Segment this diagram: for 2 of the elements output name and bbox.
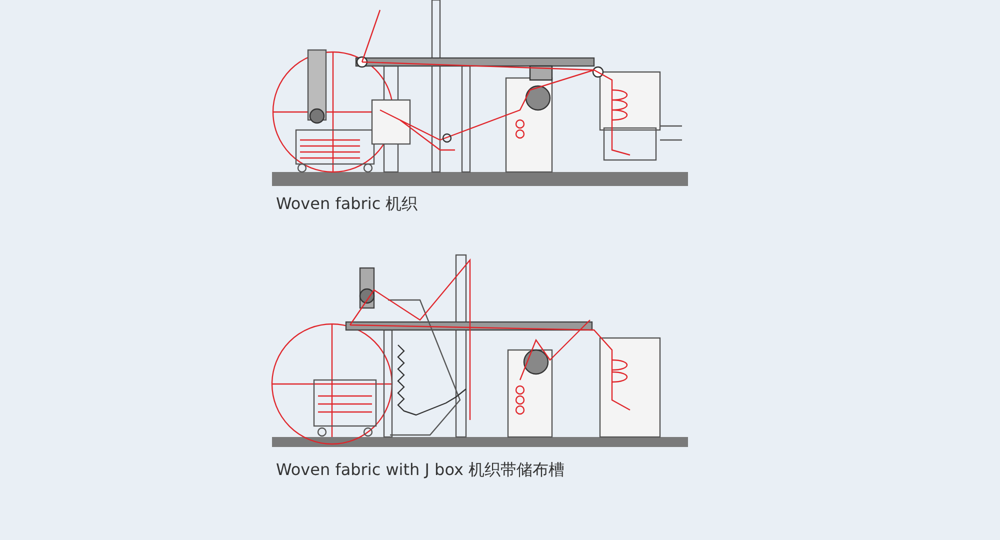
caption: Woven fabric with J box 机织带储布槽	[276, 460, 565, 481]
caption: Woven fabric 机织	[276, 194, 418, 215]
